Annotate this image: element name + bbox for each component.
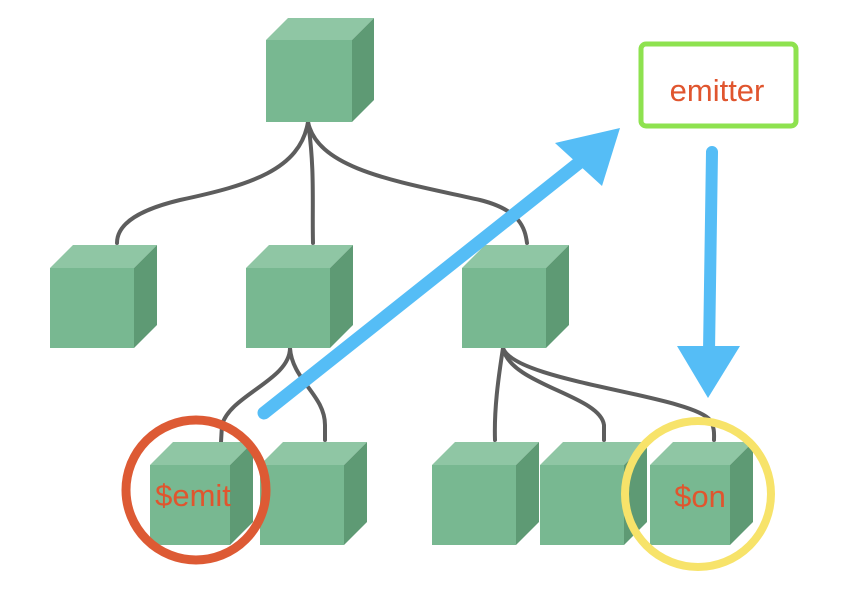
cube-level2-middle bbox=[246, 245, 353, 348]
cube-emit-sibling bbox=[260, 442, 367, 545]
arrow-emit-to-emitter bbox=[257, 128, 620, 420]
connector-right-child1 bbox=[492, 346, 505, 442]
cube-emit bbox=[150, 442, 253, 545]
emit-label: $emit bbox=[155, 478, 231, 513]
connector-root-middle bbox=[306, 120, 315, 245]
connector-right-on bbox=[501, 346, 717, 442]
arrow-emitter-to-on bbox=[677, 146, 740, 398]
connector-middle-sibling bbox=[288, 346, 327, 442]
on-highlight-circle bbox=[621, 417, 775, 571]
emit-highlight-circle bbox=[121, 415, 271, 565]
cube-on bbox=[650, 442, 753, 545]
connector-right-child2 bbox=[501, 346, 606, 442]
emitter-label: emitter bbox=[670, 73, 765, 108]
tree-connectors bbox=[115, 120, 717, 444]
cube-root bbox=[266, 18, 374, 122]
cube-level2-left bbox=[50, 245, 157, 348]
on-label: $on bbox=[674, 479, 726, 514]
connector-root-right bbox=[306, 120, 529, 245]
cube-right-child1 bbox=[432, 442, 539, 545]
emitter-box bbox=[638, 41, 799, 129]
cube-level2-right bbox=[462, 245, 569, 348]
connector-root-left bbox=[115, 120, 310, 245]
